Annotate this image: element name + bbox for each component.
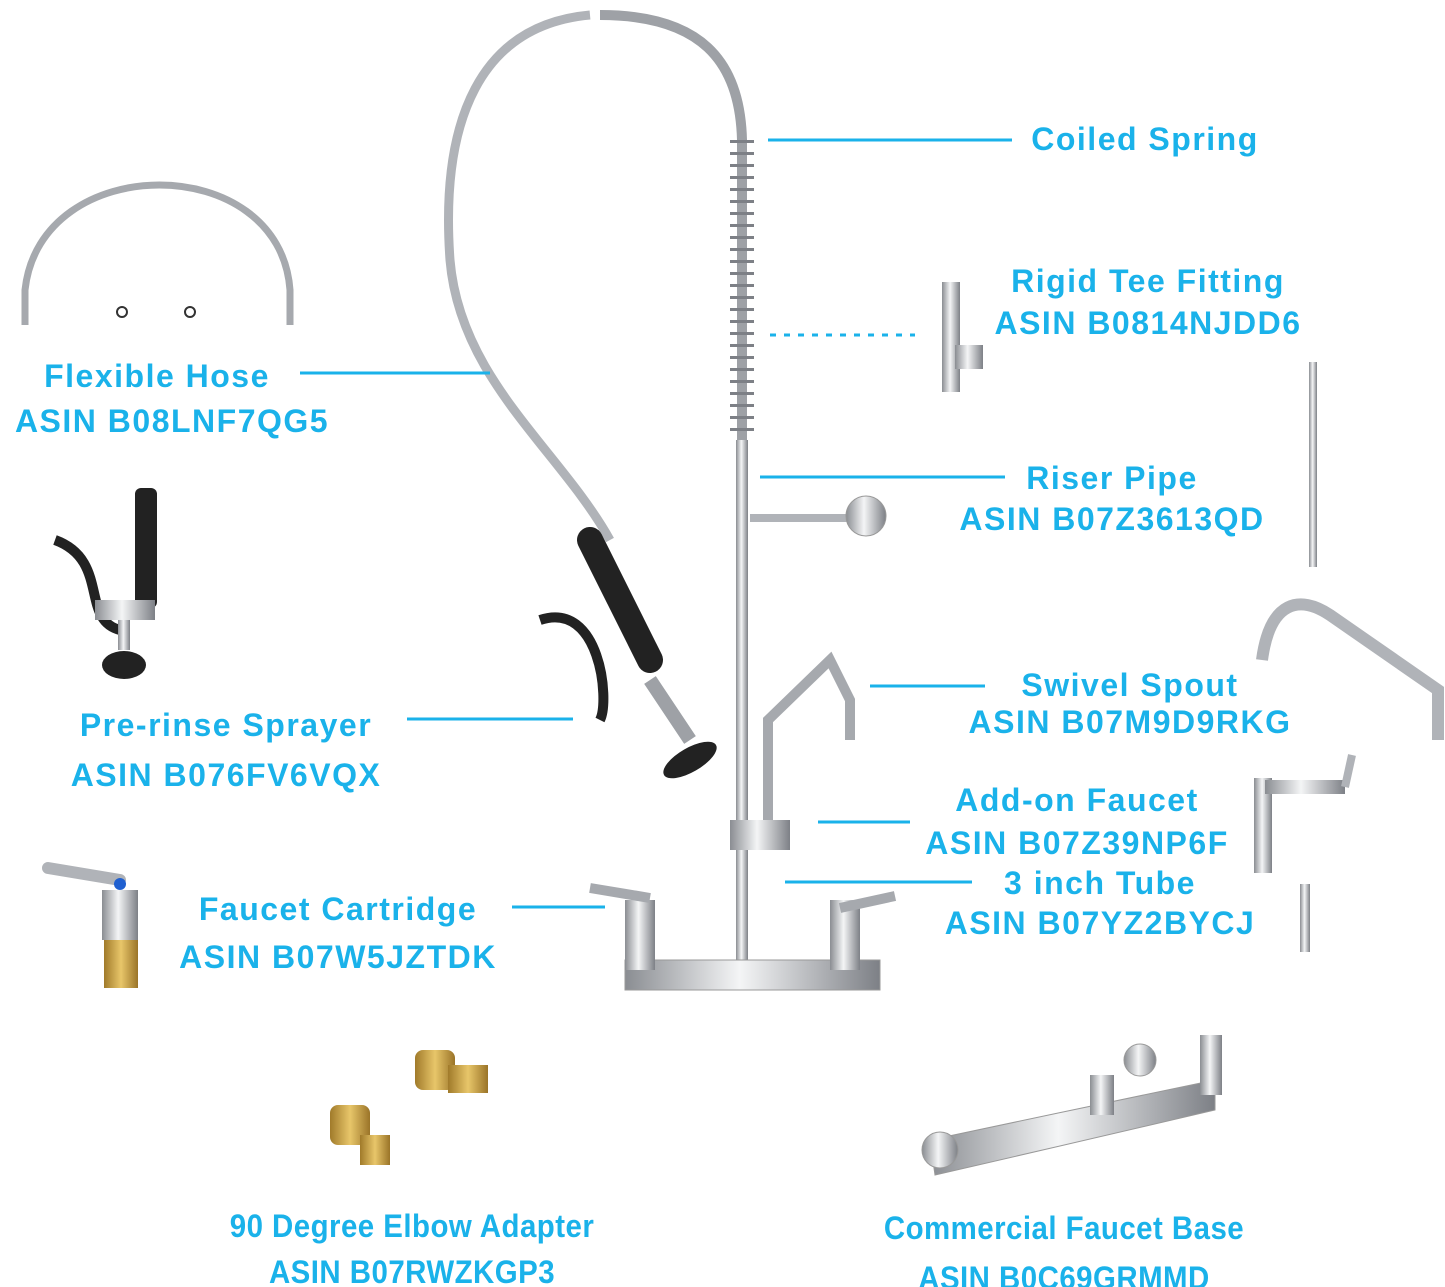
part-asin: ASIN B07Z39NP6F [925, 825, 1229, 861]
add-on-faucet-part [1254, 754, 1356, 873]
part-name: 3 inch Tube [1004, 865, 1196, 901]
part-asin: ASIN B0C69GRMMD [918, 1260, 1210, 1287]
part-name: Faucet Cartridge [198, 891, 478, 927]
faucet-cartridge-part [42, 862, 138, 988]
label-pre-rinse-sprayer: Pre-rinse Sprayer ASIN B076FV6VQX [71, 700, 382, 800]
pre-rinse-sprayer-part [53, 488, 157, 679]
label-faucet-cartridge: Faucet Cartridge ASIN B07W5JZTDK [179, 885, 497, 981]
part-name: Pre-rinse Sprayer [79, 707, 373, 743]
part-asin: ASIN B07Z3613QD [959, 501, 1265, 537]
part-name: Riser Pipe [1026, 460, 1198, 496]
part-name: 90 Degree Elbow Adapter [229, 1208, 595, 1244]
label-coiled-spring: Coiled Spring [1031, 121, 1259, 157]
label-faucet-base: Commercial Faucet Base ASIN B0C69GRMMD [884, 1203, 1244, 1287]
riser-pipe-part [1309, 362, 1317, 567]
part-asin: ASIN B08LNF7QG5 [14, 403, 330, 439]
faucet-base-part [921, 1035, 1222, 1176]
label-flexible-hose: Flexible Hose ASIN B08LNF7QG5 [15, 354, 329, 444]
sprayer-handle-shape [577, 527, 663, 673]
coiled-spring-shape [599, 10, 747, 440]
part-name: Coiled Spring [1031, 121, 1259, 157]
part-name: Rigid Tee Fitting [1011, 263, 1285, 299]
part-name: Add-on Faucet [955, 782, 1199, 818]
label-riser-pipe: Riser Pipe ASIN B07Z3613QD [959, 458, 1264, 540]
swivel-spout-part [1256, 598, 1444, 740]
part-name: Commercial Faucet Base [883, 1210, 1245, 1246]
part-name: Swivel Spout [1021, 667, 1239, 703]
flexible-hose-shape [444, 10, 614, 543]
part-name: Flexible Hose [44, 358, 270, 394]
elbow-adapter-part [330, 1050, 488, 1165]
flexible-hose-part [21, 181, 294, 325]
label-3-inch-tube: 3 inch Tube ASIN B07YZ2BYCJ [945, 863, 1256, 943]
3-inch-tube-part [1300, 884, 1310, 952]
main-faucet-illustration [444, 10, 897, 991]
part-asin: ASIN B076FV6VQX [70, 757, 382, 793]
part-asin: ASIN B07W5JZTDK [179, 939, 497, 975]
part-asin: ASIN B07RWZKGP3 [268, 1254, 556, 1287]
part-asin: ASIN B0814NJDD6 [994, 305, 1302, 341]
faucet-base-shape [624, 959, 881, 991]
part-asin: ASIN B07YZ2BYCJ [944, 905, 1256, 941]
label-swivel-spout: Swivel Spout ASIN B07M9D9RKG [968, 667, 1291, 741]
rigid-tee-part [942, 282, 960, 392]
label-rigid-tee: Rigid Tee Fitting ASIN B0814NJDD6 [994, 260, 1301, 344]
label-add-on-faucet: Add-on Faucet ASIN B07Z39NP6F [925, 779, 1228, 865]
riser-pipe-shape [736, 440, 748, 960]
part-asin: ASIN B07M9D9RKG [968, 704, 1292, 740]
label-elbow-adapter: 90 Degree Elbow Adapter ASIN B07RWZKGP3 [230, 1203, 595, 1287]
